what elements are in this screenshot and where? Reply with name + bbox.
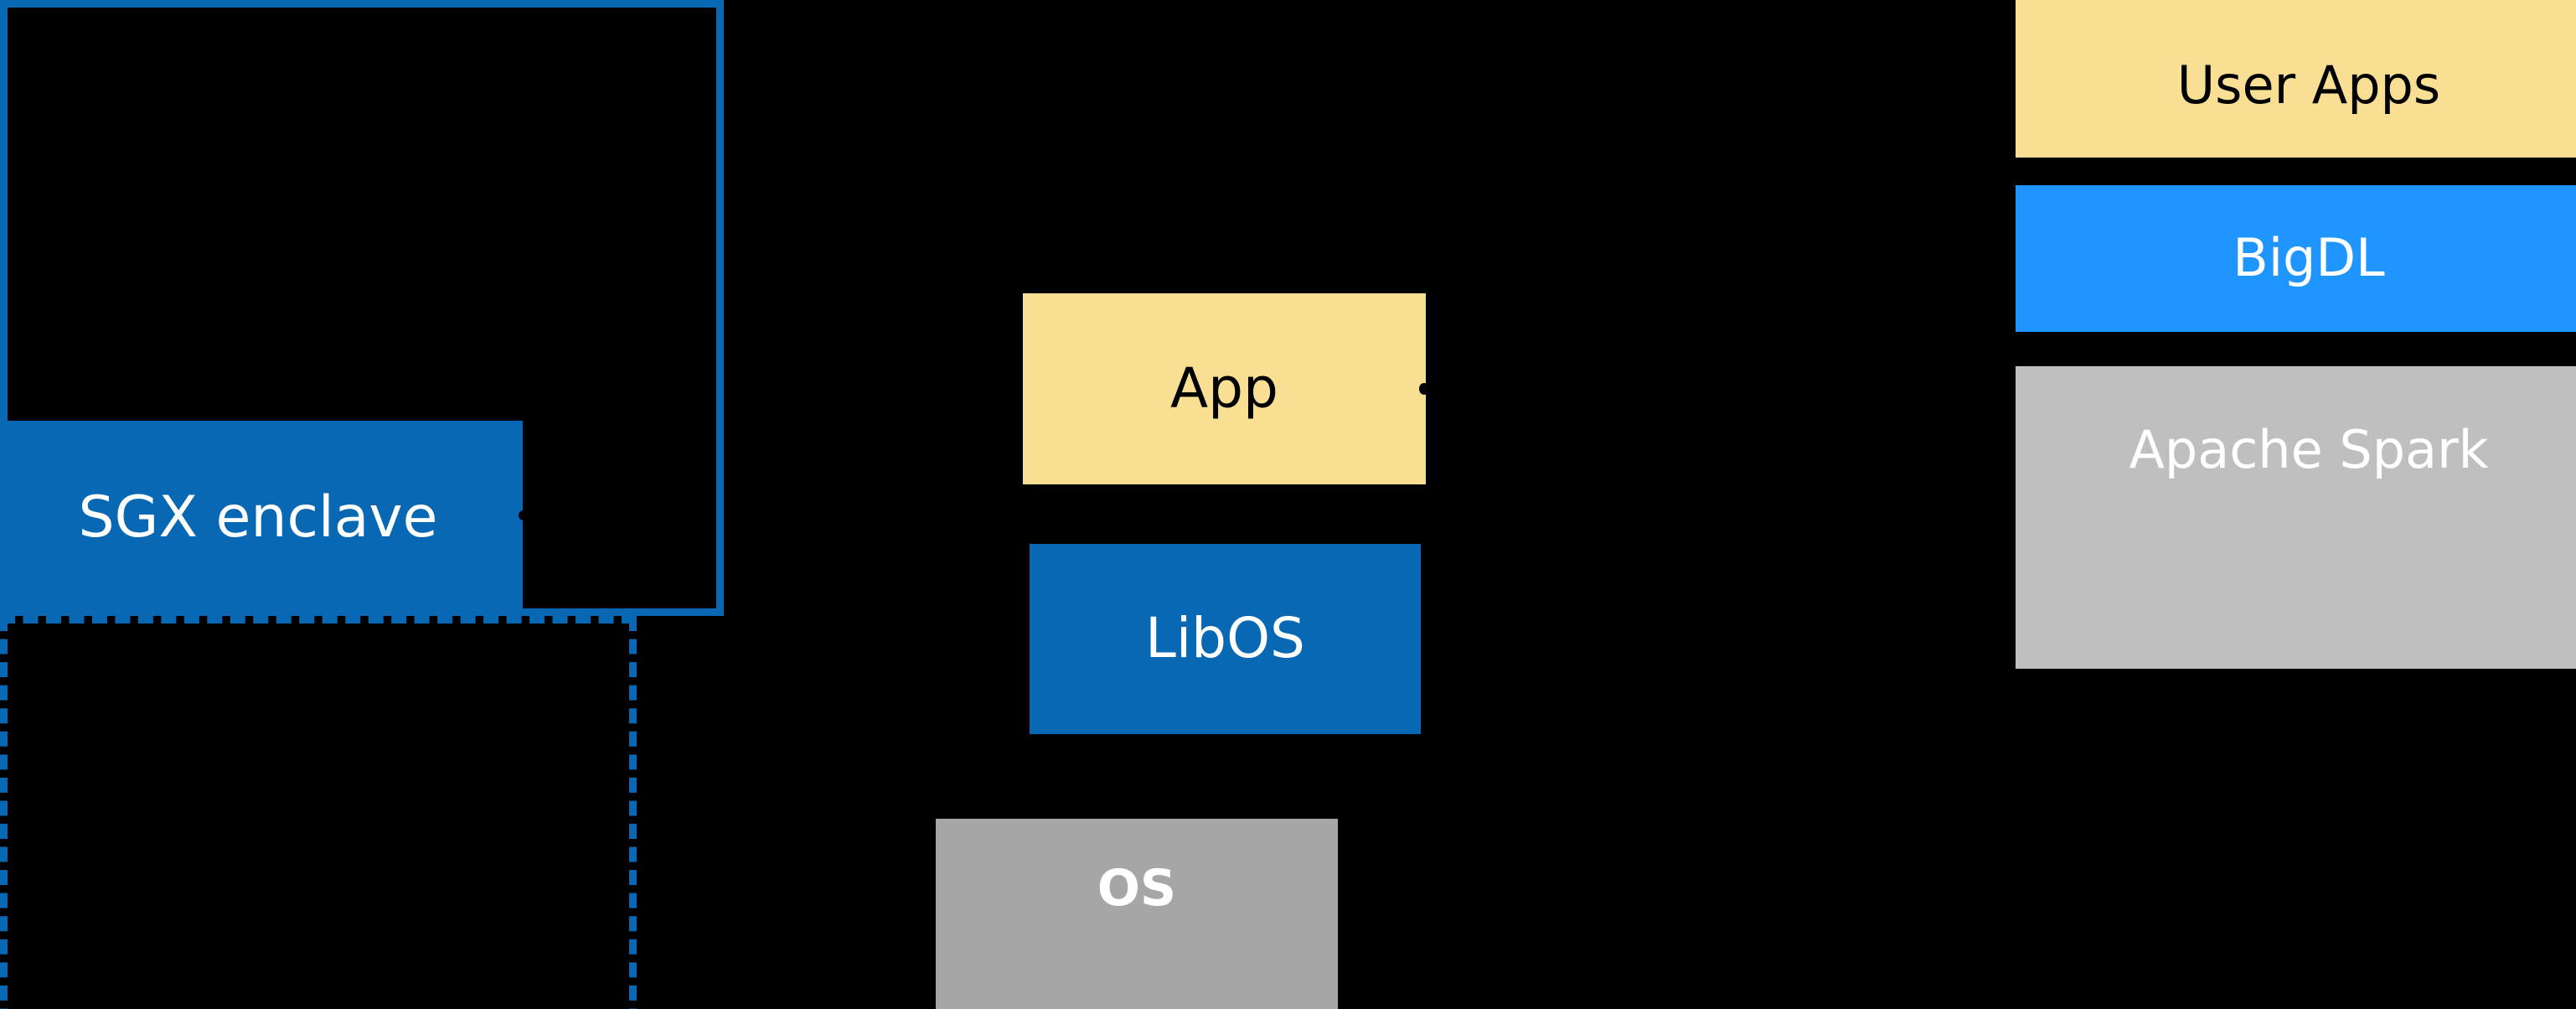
os-box: OS bbox=[936, 819, 1338, 1009]
user-apps-box: User Apps bbox=[2016, 0, 2576, 158]
connector-line-upper bbox=[1642, 285, 1665, 307]
app-box: App bbox=[1023, 293, 1426, 484]
bigdl-label: BigDL bbox=[2233, 227, 2385, 289]
app-label: App bbox=[1170, 355, 1278, 421]
sgx-enclave-box: SGX enclave bbox=[0, 421, 523, 615]
bigdl-box: BigDL bbox=[2016, 185, 2576, 332]
connector-line-dashed bbox=[1594, 318, 1616, 340]
apache-spark-label: Apache Spark bbox=[2129, 419, 2489, 480]
connector-arrowhead-sgx bbox=[519, 510, 529, 520]
apache-spark-box: Apache Spark bbox=[2016, 366, 2576, 669]
connector-arrowhead-app bbox=[1419, 383, 1429, 395]
sgx-enclave-label: SGX enclave bbox=[78, 484, 438, 551]
enclave-dashed-frame bbox=[0, 616, 637, 1009]
libos-box: LibOS bbox=[1030, 544, 1421, 734]
os-label: OS bbox=[1097, 859, 1177, 918]
libos-label: LibOS bbox=[1145, 606, 1305, 671]
connector-line-lower bbox=[1643, 411, 1666, 432]
user-apps-label: User Apps bbox=[2176, 54, 2441, 116]
